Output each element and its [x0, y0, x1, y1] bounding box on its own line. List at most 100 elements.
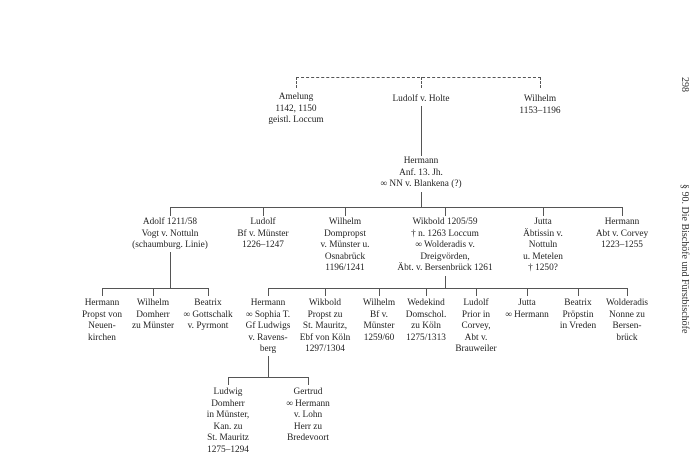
person-text-line: berg: [259, 344, 277, 355]
person-text-line: Kan. zu: [213, 421, 243, 432]
person-text-line: Ludwig: [213, 387, 243, 397]
person-text-line: Wilhelm: [523, 94, 557, 104]
person-text-line: Dompropst: [324, 228, 366, 239]
person-text-line: ∞ NN v. Blankena (?): [380, 179, 462, 190]
person-wikbold: Wikbold 1205/59† n. 1263 Loccum∞ Woldera…: [397, 217, 492, 275]
person-text-line: Bersen-: [612, 321, 642, 332]
person-text-line: † 1250?: [528, 263, 558, 274]
person-text-line: Wolderadis: [605, 298, 649, 308]
person-text-line: Ludolf: [463, 298, 489, 308]
person-text-line: Corvey,: [461, 321, 491, 332]
person-text-line: † n. 1263 Loccum: [411, 228, 479, 239]
person-text-line: Propst zu: [307, 309, 343, 320]
person-text-line: Wikbold: [308, 298, 342, 308]
person-text-line: Jutta: [518, 298, 536, 308]
person-text-line: Äbt. v. Bersenbrück 1261: [397, 263, 493, 274]
person-text-line: in Münster,: [206, 410, 250, 421]
person-text-line: Beatrix: [564, 298, 592, 308]
person-text-line: ∞ Hermann: [505, 309, 549, 320]
person-text-line: Dreigvörden,: [420, 251, 470, 262]
person-text-line: ∞ Wolderadis v.: [415, 240, 475, 251]
person-text-line: Hermann: [403, 156, 439, 166]
person-text-line: Wilhelm: [136, 298, 170, 308]
person-text-line: ∞ Hermann: [286, 398, 330, 409]
person-text-line: Herr zu: [293, 421, 323, 432]
person-text-line: (schaumburg. Linie): [132, 240, 208, 251]
person-text-line: Vogt v. Nottuln: [141, 228, 199, 239]
person-text-line: ∞ Gottschalk: [183, 309, 233, 320]
person-text-line: Wedekind: [407, 298, 445, 308]
person-text-line: Bredevoort: [287, 433, 329, 444]
person-text-line: Prior in: [461, 309, 491, 320]
person-text-line: Gf Ludwigs: [245, 321, 291, 332]
person-text-line: Domherr: [136, 309, 170, 320]
person-text-line: v. Lohn: [293, 410, 323, 421]
person-text-line: Abt v. Corvey: [595, 228, 649, 239]
person-text-line: Jutta: [534, 217, 552, 227]
person-text-line: Domschol.: [405, 309, 447, 320]
person-text-line: 1297/1304: [305, 344, 345, 355]
person-text-line: Ludolf v. Holte: [392, 94, 450, 104]
person-text-line: v. Pyrmont: [187, 321, 229, 332]
running-head: § 90. Die Bischöfe und Fürstbischöfe: [679, 184, 690, 334]
person-text-line: Abt v.: [464, 332, 488, 343]
person-text-line: Neuen-: [88, 321, 116, 332]
person-text-line: Propst von: [81, 309, 123, 320]
person-text-line: zu Köln: [411, 321, 441, 332]
person-text-line: brück: [616, 332, 638, 343]
person-text-line: Ebf von Köln: [299, 332, 351, 343]
person-text-line: 1275/1313: [406, 332, 446, 343]
person-text-line: Gertrud: [293, 387, 323, 397]
person-text-line: Nonne zu: [609, 309, 645, 320]
person-text-line: Hermann: [604, 217, 640, 227]
person-text-line: geistl. Loccum: [268, 115, 324, 126]
person-text-line: 1259/60: [363, 332, 395, 343]
page-number: 298: [679, 77, 690, 92]
person-text-line: 1226–1247: [242, 240, 284, 251]
person-jutta: Jutta∞ Hermann: [505, 298, 549, 321]
person-text-line: v. Münster u.: [320, 240, 370, 251]
person-text-line: Münster: [363, 321, 395, 332]
person-text-line: 1223–1255: [601, 240, 643, 251]
person-text-line: 1196/1241: [325, 263, 365, 274]
person-text-line: Domherr: [211, 398, 245, 409]
person-text-line: Adolf 1211/58: [142, 217, 198, 227]
person-text-line: Osnabrück: [324, 251, 366, 262]
person-text-line: Hermann: [250, 298, 286, 308]
person-text-line: 1142, 1150: [275, 103, 317, 114]
person-text-line: Pröpstin: [562, 309, 594, 320]
person-text-line: Brauweiler: [455, 344, 497, 355]
person-text-line: Bf v. Münster: [237, 228, 289, 239]
person-text-line: u. Metelen: [523, 251, 563, 262]
person-ludolf-v-holte: Ludolf v. Holte: [393, 94, 450, 106]
person-text-line: Nottuln: [528, 240, 558, 251]
person-text-line: 1275–1294: [207, 444, 249, 455]
person-text-line: v. Ravens-: [248, 332, 288, 343]
person-text-line: Anf. 13. Jh.: [399, 167, 443, 178]
person-text-line: Ludolf: [250, 217, 276, 227]
person-text-line: St. Mauritz: [207, 433, 249, 444]
person-text-line: Wilhelm: [362, 298, 396, 308]
person-text-line: 1153–1196: [519, 105, 561, 116]
person-text-line: Bf v.: [369, 309, 388, 320]
person-text-line: kirchen: [88, 332, 116, 343]
person-text-line: Amelung: [278, 92, 314, 102]
